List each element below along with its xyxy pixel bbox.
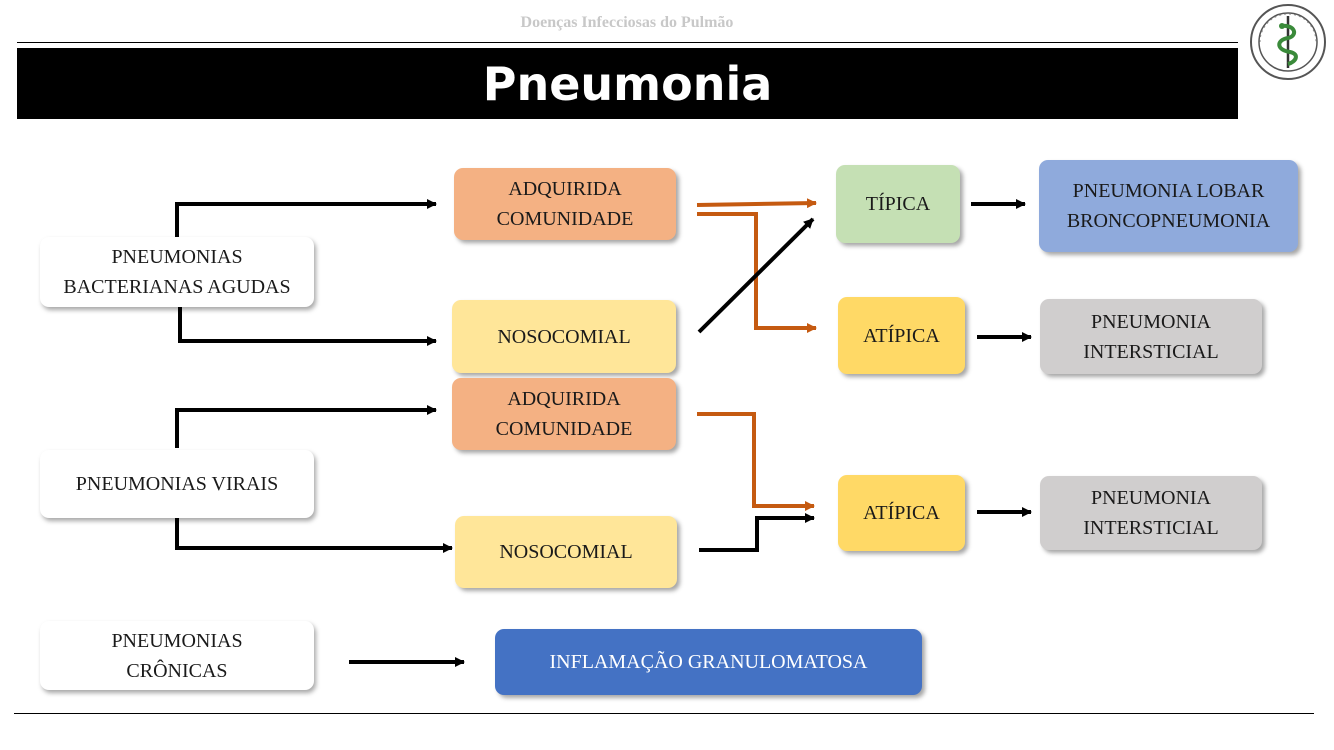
node-pneumonia-lobar: PNEUMONIA LOBAR BRONCOPNEUMONIA [1039,160,1298,252]
page-title: Pneumonia [482,56,773,111]
node-chronic: PNEUMONIAS CRÔNICAS [40,621,314,690]
node-viral: PNEUMONIAS VIRAIS [40,450,314,518]
node-nosocomial-2: NOSOCOMIAL [455,516,677,588]
node-inflamacao-granulomatosa: INFLAMAÇÃO GRANULOMATOSA [495,629,922,695]
connector-adquirida-to-tipica [696,198,817,209]
node-adquirida-comunidade-1: ADQUIRIDA COMUNIDADE [454,168,676,240]
header-divider [17,42,1238,43]
header-text: Doenças Infecciosas do Pulmão [520,14,734,31]
connector-viral-to-adquirida [175,405,437,448]
connector-bacterial-to-nosocomial [178,307,437,346]
connector-nosocomial-to-tipica [697,217,815,334]
node-atipica-1: ATÍPICA [838,297,965,374]
node-pneumonia-intersticial-1: PNEUMONIA INTERSTICIAL [1040,299,1262,374]
node-nosocomial-1: NOSOCOMIAL [452,300,676,373]
node-bacterial: PNEUMONIAS BACTERIANAS AGUDAS [40,237,314,307]
connector-viral-to-nosocomial [175,518,453,553]
node-adquirida-comunidade-2: ADQUIRIDA COMUNIDADE [452,378,676,450]
connector-adquirida2-to-atipica [697,412,815,511]
footer-divider [14,713,1314,714]
node-atipica-2: ATÍPICA [838,475,965,551]
title-bar: Pneumonia [17,48,1238,119]
connector-nosocomial2-to-atipica [699,513,815,552]
connector-bacterial-to-adquirida [175,199,437,237]
connector-adquirida-to-atipica [697,212,817,333]
caduceus-seal-icon [1250,4,1326,80]
node-pneumonia-intersticial-2: PNEUMONIA INTERSTICIAL [1040,476,1262,550]
node-tipica: TÍPICA [836,165,960,243]
